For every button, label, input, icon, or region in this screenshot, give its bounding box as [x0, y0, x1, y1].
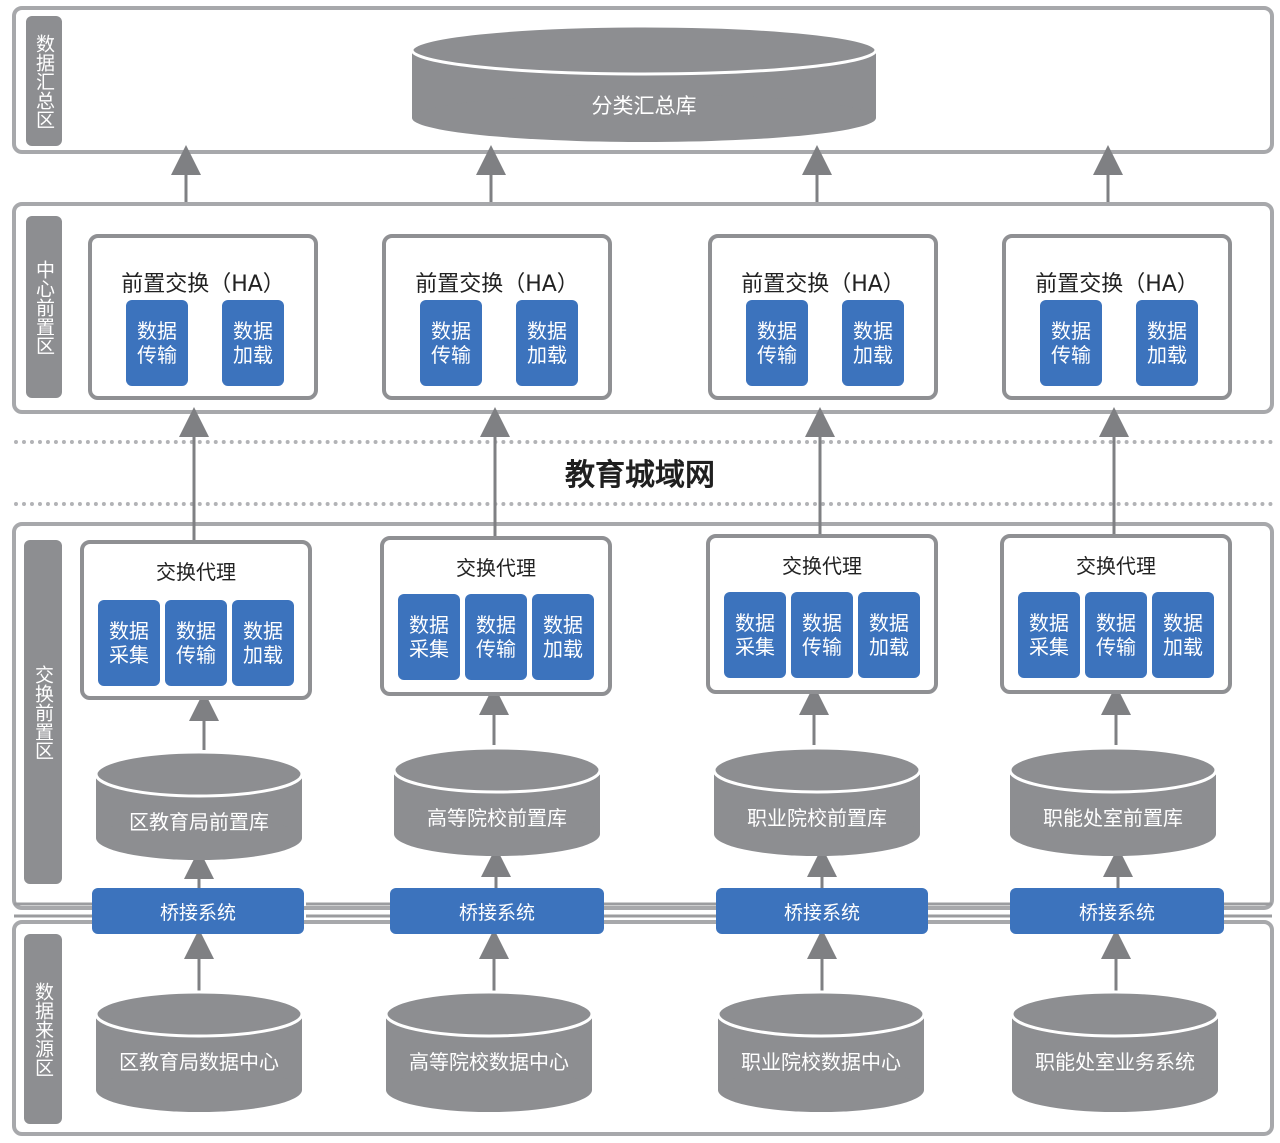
module-collect: 数据 采集 — [1018, 592, 1080, 678]
summary-db-label: 分类汇总库 — [591, 94, 697, 118]
module-load: 数据 加载 — [222, 300, 284, 386]
module-transfer: 数据 传输 — [165, 600, 227, 686]
source-db-label: 高等院校数据中心 — [409, 1050, 569, 1074]
source-db-label: 区教育局数据中心 — [119, 1050, 279, 1074]
module-load: 数据 加载 — [232, 600, 294, 686]
front-db-label: 区教育局前置库 — [129, 810, 269, 834]
module-load: 数据 加载 — [516, 300, 578, 386]
center-node-2: 前置交换（HA） 数据 传输 数据 加载 — [382, 234, 612, 400]
source-db-label: 职业院校数据中心 — [741, 1050, 901, 1074]
center-zone-label: 中心前置区 — [26, 216, 62, 398]
exchange-zone-label: 交换前置区 — [24, 540, 62, 884]
module-transfer: 数据 传输 — [1085, 592, 1147, 678]
module-collect: 数据 采集 — [98, 600, 160, 686]
front-db-label: 职能处室前置库 — [1043, 806, 1183, 830]
module-load: 数据 加载 — [842, 300, 904, 386]
summary-zone-label: 数据汇总区 — [26, 16, 62, 146]
bridge-system-2: 桥接系统 — [390, 888, 604, 934]
source-db-2: 高等院校数据中心 — [384, 990, 594, 1114]
database-icon — [1010, 990, 1220, 1112]
source-db-3: 职业院校数据中心 — [716, 990, 926, 1114]
agent-title: 交换代理 — [456, 556, 536, 580]
module-collect: 数据 采集 — [724, 592, 786, 678]
exchange-agent-2: 交换代理 数据 采集 数据 传输 数据 加载 — [380, 536, 612, 696]
network-dotted-top — [14, 440, 1274, 444]
exchange-agent-3: 交换代理 数据 采集 数据 传输 数据 加载 — [706, 534, 938, 694]
center-node-4: 前置交换（HA） 数据 传输 数据 加载 — [1002, 234, 1232, 400]
agent-title: 交换代理 — [156, 560, 236, 584]
network-dotted-bottom — [14, 502, 1274, 506]
module-transfer: 数据 传输 — [791, 592, 853, 678]
database-icon — [392, 746, 602, 856]
module-transfer: 数据 传输 — [746, 300, 808, 386]
front-db-2: 高等院校前置库 — [392, 746, 602, 858]
front-db-1: 区教育局前置库 — [94, 750, 304, 862]
source-db-label: 职能处室业务系统 — [1035, 1050, 1195, 1074]
center-node-3: 前置交换（HA） 数据 传输 数据 加载 — [708, 234, 938, 400]
front-db-label: 高等院校前置库 — [427, 806, 567, 830]
module-transfer: 数据 传输 — [1040, 300, 1102, 386]
module-transfer: 数据 传输 — [126, 300, 188, 386]
center-node-title: 前置交换（HA） — [1035, 272, 1199, 297]
module-load: 数据 加载 — [858, 592, 920, 678]
agent-title: 交换代理 — [1076, 554, 1156, 578]
module-collect: 数据 采集 — [398, 594, 460, 680]
front-db-label: 职业院校前置库 — [747, 806, 887, 830]
center-node-1: 前置交换（HA） 数据 传输 数据 加载 — [88, 234, 318, 400]
center-node-title: 前置交换（HA） — [741, 272, 905, 297]
bridge-system-4: 桥接系统 — [1010, 888, 1224, 934]
summary-db-cylinder — [412, 24, 876, 142]
network-title: 教育城域网 — [565, 458, 715, 493]
database-icon — [94, 750, 304, 860]
module-load: 数据 加载 — [532, 594, 594, 680]
module-load: 数据 加载 — [1152, 592, 1214, 678]
exchange-agent-4: 交换代理 数据 采集 数据 传输 数据 加载 — [1000, 534, 1232, 694]
source-db-4: 职能处室业务系统 — [1010, 990, 1220, 1114]
database-icon — [94, 990, 304, 1112]
bridge-system-1: 桥接系统 — [92, 888, 304, 934]
module-transfer: 数据 传输 — [465, 594, 527, 680]
source-zone-label: 数据来源区 — [24, 934, 62, 1124]
database-icon — [1008, 746, 1218, 856]
center-node-title: 前置交换（HA） — [121, 272, 285, 297]
bridge-system-3: 桥接系统 — [716, 888, 928, 934]
module-transfer: 数据 传输 — [420, 300, 482, 386]
database-icon — [716, 990, 926, 1112]
source-db-1: 区教育局数据中心 — [94, 990, 304, 1114]
center-node-title: 前置交换（HA） — [415, 272, 579, 297]
database-icon — [712, 746, 922, 856]
module-load: 数据 加载 — [1136, 300, 1198, 386]
front-db-3: 职业院校前置库 — [712, 746, 922, 858]
exchange-agent-1: 交换代理 数据 采集 数据 传输 数据 加载 — [80, 540, 312, 700]
agent-title: 交换代理 — [782, 554, 862, 578]
front-db-4: 职能处室前置库 — [1008, 746, 1218, 858]
